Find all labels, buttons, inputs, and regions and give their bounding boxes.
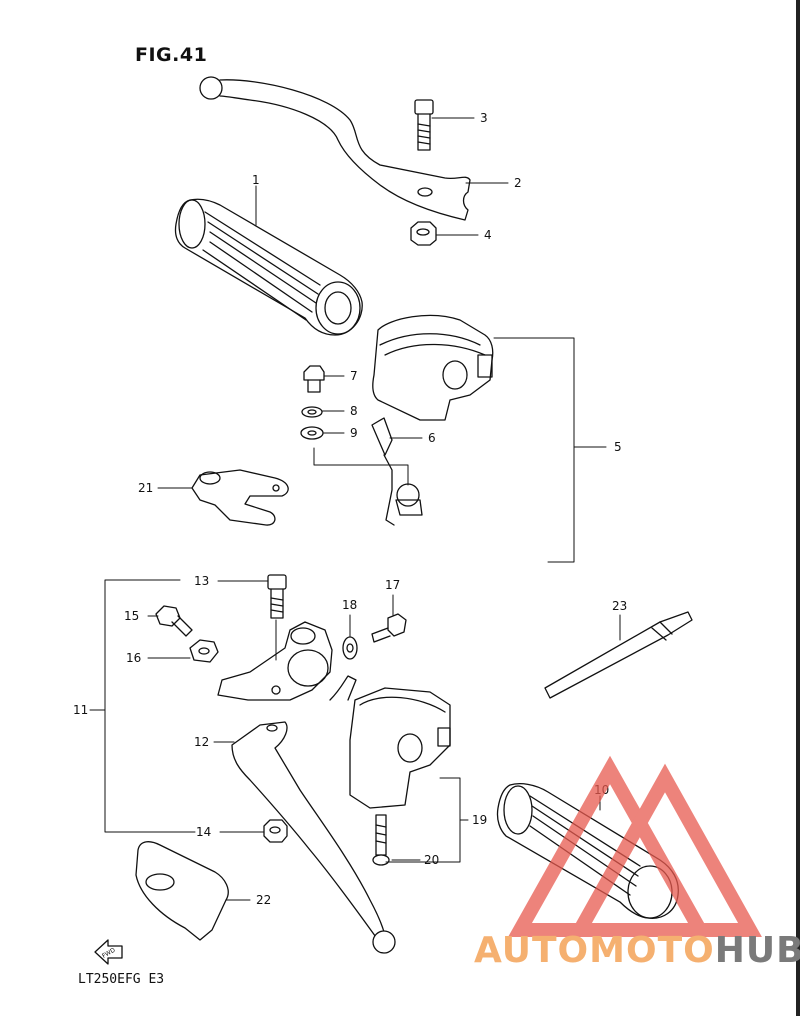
callout-12: 12 [194, 735, 209, 749]
callout-7: 7 [350, 369, 358, 383]
figure-title: FIG.41 [135, 44, 208, 66]
part-18-washer[interactable] [342, 636, 358, 660]
callout-19: 19 [472, 813, 487, 827]
part-4-nut[interactable] [410, 221, 437, 246]
callout-5: 5 [614, 440, 622, 454]
callout-21: 21 [138, 481, 153, 495]
part-5-switch-housing[interactable] [372, 314, 494, 421]
part-22-dust-cover[interactable] [135, 841, 229, 941]
part-17-screw[interactable] [371, 613, 407, 643]
callout-13: 13 [194, 574, 209, 588]
callout-23: 23 [612, 599, 627, 613]
callout-2: 2 [514, 176, 522, 190]
callout-22: 22 [256, 893, 271, 907]
part-21-bracket[interactable] [191, 469, 289, 526]
callout-3: 3 [480, 111, 488, 125]
part-6-switch-plate[interactable] [371, 417, 423, 526]
callout-17: 17 [385, 578, 400, 592]
callout-6: 6 [428, 431, 436, 445]
part-19-throttle-housing[interactable] [329, 675, 451, 809]
part-7-screw[interactable] [303, 365, 325, 393]
callout-15: 15 [124, 609, 139, 623]
watermark-text: AUTOMOTOHUB [474, 930, 800, 971]
part-1-grip-left[interactable] [174, 198, 363, 336]
callout-4: 4 [484, 228, 492, 242]
part-8-washer[interactable] [301, 406, 323, 418]
callout-8: 8 [350, 404, 358, 418]
part-23-cable-strap[interactable] [544, 611, 693, 699]
leader-lines [89, 117, 621, 901]
callout-16: 16 [126, 651, 141, 665]
part-9-washer[interactable] [300, 426, 324, 440]
part-15-bolt[interactable] [155, 605, 193, 637]
watermark-logo-icon [508, 755, 762, 937]
watermark-text-part1: AUTOMOTO [474, 930, 715, 971]
part-14-nut[interactable] [263, 819, 288, 843]
part-20-screw[interactable] [372, 814, 390, 866]
callout-9: 9 [350, 426, 358, 440]
part-12-lever-bottom[interactable] [231, 721, 396, 954]
callout-18: 18 [342, 598, 357, 612]
callout-11: 11 [73, 703, 88, 717]
fwd-arrow-icon [94, 939, 123, 965]
part-2-lever-top[interactable] [199, 76, 471, 221]
callout-20: 20 [424, 853, 439, 867]
part-16-nut[interactable] [189, 639, 219, 663]
watermark-text-part2: HUB [714, 930, 800, 971]
page-border-right [796, 0, 800, 1016]
part-3-pivot-bolt[interactable] [414, 99, 434, 151]
part-13-bolt[interactable] [267, 574, 287, 619]
callout-1: 1 [252, 173, 260, 187]
model-code: LT250EFG E3 [78, 972, 165, 987]
callout-14: 14 [196, 825, 211, 839]
part-11-lever-holder[interactable] [217, 621, 333, 701]
